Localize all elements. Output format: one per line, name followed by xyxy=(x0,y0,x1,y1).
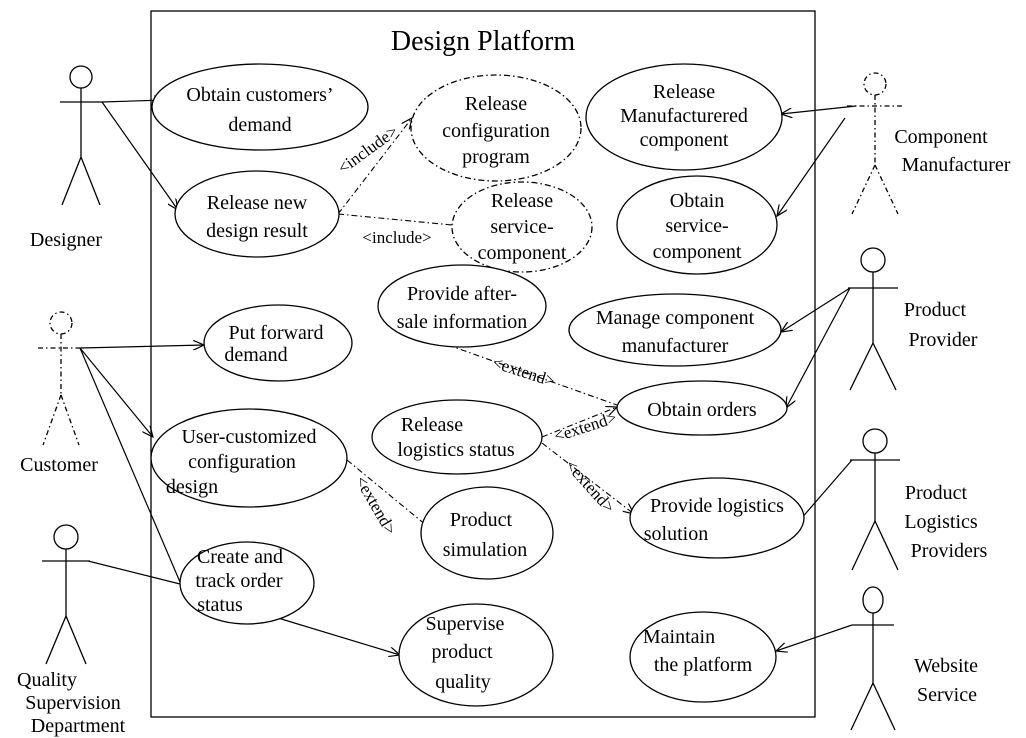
extend-label-4: <extend> xyxy=(351,473,400,538)
actor-stick-figure-icon xyxy=(42,524,90,665)
use-case-label: simulation xyxy=(443,539,527,561)
use-case-obtain-customers-demand[interactable]: Obtain customers’ demand xyxy=(151,63,369,151)
actor-stick-figure-icon xyxy=(850,586,896,731)
use-case-obtain-orders[interactable]: Obtain orders xyxy=(616,380,788,436)
use-case-label: service- xyxy=(490,216,553,238)
use-case-label: Release xyxy=(401,414,463,436)
use-case-label: Release xyxy=(465,93,527,115)
system-boundary xyxy=(150,10,816,718)
use-case-label: component xyxy=(640,129,729,151)
use-case-label: Put forward xyxy=(229,322,324,344)
use-case-product-simulation[interactable]: Product simulation xyxy=(420,486,554,580)
use-case-label: Manage component xyxy=(596,307,755,329)
actor-label: Designer xyxy=(30,229,103,251)
extend-label-1: <extend> xyxy=(490,353,557,391)
actor-label: Component xyxy=(894,126,988,148)
use-case-label: User-customized xyxy=(181,426,316,448)
use-case-release-service-component[interactable]: Release service- component xyxy=(451,181,593,273)
use-case-user-customized-configuration-design[interactable]: User-customized configuration design xyxy=(150,408,348,508)
use-case-label: configuration xyxy=(442,120,550,142)
use-case-provide-logistics-solution[interactable]: Provide logistics solution xyxy=(629,477,805,559)
actor-component-manufacturer[interactable]: Component Manufacturer xyxy=(847,72,1011,215)
actor-product-logistics-providers[interactable]: Product Logistics Providers xyxy=(850,428,988,571)
use-case-label: Obtain orders xyxy=(647,399,757,421)
extend-label-2: <extend> xyxy=(552,408,619,446)
use-case-release-logistics-status[interactable]: Release logistics status xyxy=(371,399,543,475)
actor-stick-figure-icon xyxy=(38,311,84,446)
actor-label: Service xyxy=(917,684,977,706)
actor-label: Providers xyxy=(911,540,988,562)
use-case-label: program xyxy=(462,146,530,168)
use-case-label: Supervise xyxy=(426,613,505,635)
use-case-label: service- xyxy=(665,215,728,237)
use-case-label: status xyxy=(197,594,243,616)
use-case-label: configuration xyxy=(188,451,296,473)
use-case-maintain-the-platform[interactable]: Maintain the platform xyxy=(629,611,777,703)
use-case-label: Provide after- xyxy=(407,283,517,305)
use-case-obtain-service-component[interactable]: Obtain service- component xyxy=(616,175,778,275)
actor-label: Provider xyxy=(909,329,978,351)
actor-product-provider[interactable]: Product Provider xyxy=(848,247,978,391)
actor-label: Manufacturer xyxy=(902,154,1011,176)
use-case-label: component xyxy=(653,241,742,263)
actor-label: Department xyxy=(31,715,126,737)
use-case-label: quality xyxy=(435,671,491,693)
use-case-label: the platform xyxy=(654,654,753,676)
extend-label-3: <extend> xyxy=(561,456,618,517)
associations xyxy=(79,100,857,655)
system-title: Design Platform xyxy=(391,26,576,57)
use-case-release-configuration-program[interactable]: Release configuration program xyxy=(410,74,582,182)
actor-label: Logistics xyxy=(904,511,978,533)
actor-quality-supervision-department[interactable]: Quality Supervision Department xyxy=(17,524,126,737)
use-case-label: Release new xyxy=(207,192,308,214)
use-case-label: Obtain xyxy=(670,190,724,212)
use-case-label: Create and xyxy=(197,546,283,568)
dependencies xyxy=(337,118,634,531)
actor-label: Quality xyxy=(17,669,77,691)
actor-website-service[interactable]: Website Service xyxy=(850,586,978,731)
use-case-label: Provide logistics xyxy=(650,495,784,517)
use-case-label: demand xyxy=(228,114,291,136)
use-case-label: manufacturer xyxy=(622,335,729,357)
include-label-2: <include> xyxy=(362,228,431,247)
actor-label: Website xyxy=(914,655,978,677)
actor-customer[interactable]: Customer xyxy=(20,311,98,476)
use-case-label: sale information xyxy=(397,311,528,333)
use-case-release-new-design-result[interactable]: Release new design result xyxy=(174,170,340,258)
use-case-label: track order xyxy=(195,570,283,592)
use-case-label: Maintain xyxy=(643,626,715,648)
use-case-label: demand xyxy=(224,344,287,366)
use-case-supervise-product-quality[interactable]: Supervise product quality xyxy=(398,603,554,707)
use-case-label: design xyxy=(166,476,218,498)
use-case-put-forward-demand[interactable]: Put forward demand xyxy=(203,304,353,382)
actor-label: Customer xyxy=(20,454,98,476)
use-case-label: logistics status xyxy=(397,439,514,461)
use-case-label: Manufacturered xyxy=(620,105,748,127)
use-case-manage-component-manufacturer[interactable]: Manage component manufacturer xyxy=(568,293,782,367)
actor-stick-figure-icon xyxy=(850,428,900,571)
use-case-label: Obtain customers’ xyxy=(186,84,333,106)
actor-stick-figure-icon xyxy=(848,247,898,391)
use-case-release-manufactured-component[interactable]: Release Manufacturered component xyxy=(585,63,783,171)
actor-label: Product xyxy=(904,299,967,321)
use-case-label: design result xyxy=(206,220,308,242)
use-case-label: component xyxy=(478,242,567,264)
actor-designer[interactable]: Designer xyxy=(30,65,103,251)
actor-stick-figure-icon xyxy=(60,65,102,206)
use-case-create-and-track-order-status[interactable]: Create and track order status xyxy=(179,541,315,625)
use-case-label: Product xyxy=(450,509,513,531)
use-case-label: Release xyxy=(653,81,715,103)
actor-stick-figure-icon xyxy=(847,72,903,215)
use-case-provide-after-sale-information[interactable]: Provide after- sale information xyxy=(377,264,547,348)
actor-label: Supervision xyxy=(25,692,121,714)
use-case-label: solution xyxy=(644,523,708,545)
use-case-label: product xyxy=(431,641,493,663)
actor-label: Product xyxy=(905,482,968,504)
use-case-label: Release xyxy=(491,190,553,212)
